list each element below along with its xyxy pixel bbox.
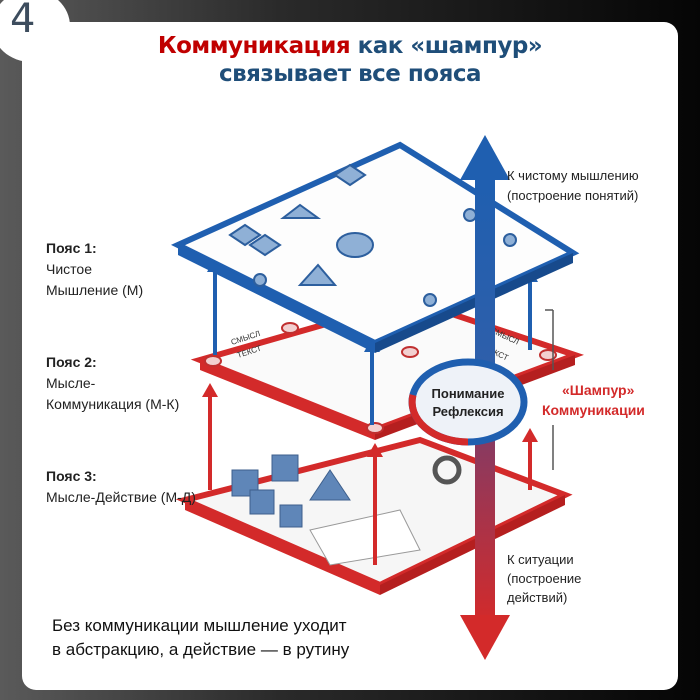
- title-rest: как «шампур»: [350, 33, 543, 59]
- skewer-bracket: [545, 309, 554, 470]
- page-title: Коммуникация как «шампур» связывает все …: [0, 32, 700, 88]
- cubes-icon: [231, 454, 351, 528]
- arrow-down-icon: [460, 615, 510, 660]
- title-highlight: Коммуникация: [157, 33, 351, 59]
- belt-3-label: Пояс 3:Мысле-Действие (М-Д): [46, 468, 196, 505]
- center-label-1: Понимание: [432, 386, 505, 401]
- plane-pure-thinking: [170, 141, 580, 353]
- skewer-label: «Шампур»Коммуникации: [542, 382, 645, 418]
- up-direction-label: К чистому мышлению(построение понятий): [507, 168, 639, 203]
- arrow-up-icon: [460, 135, 510, 180]
- concept-shapes: [228, 163, 517, 307]
- blueprint-icon: [309, 509, 421, 566]
- title-line2: связывает все пояса: [218, 61, 482, 87]
- belt-2-label: Пояс 2:Мысле-Коммуникация (М-К): [46, 354, 180, 412]
- step-badge: 4: [0, 0, 70, 62]
- step-number: 4: [10, 0, 36, 42]
- gear-icon: [432, 455, 462, 485]
- center-label-2: Рефлексия: [432, 404, 503, 419]
